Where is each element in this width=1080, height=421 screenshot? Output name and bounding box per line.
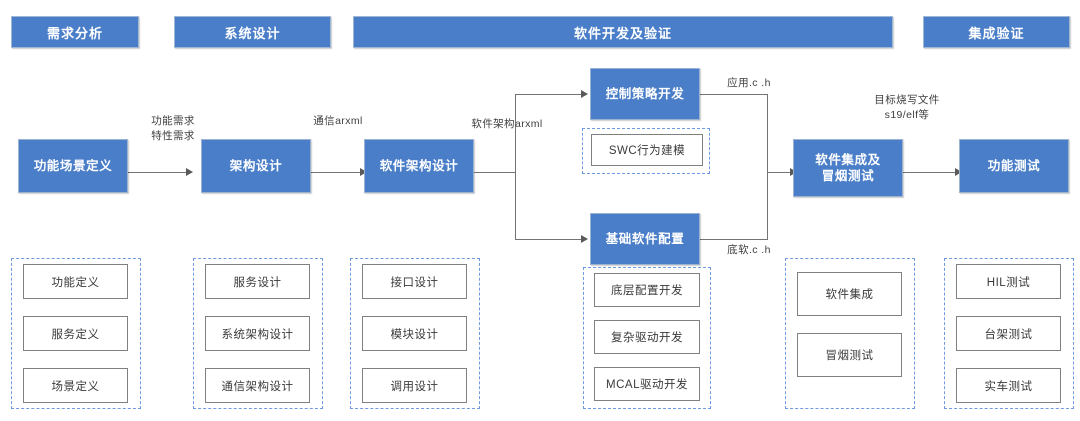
phase-bar-integration-validation[interactable]: 集成验证 (923, 16, 1070, 48)
sub-box-label: 台架测试 (984, 328, 1033, 341)
process-box-label: 架构设计 (229, 159, 283, 173)
connector-integration-to-function-test (903, 172, 959, 174)
sub-box-label: 底层配置开发 (611, 285, 683, 297)
arrow-architecture-to-swarch (360, 168, 367, 176)
edge-label-comm-arxml: 通信arxml (313, 115, 363, 127)
phase-bar-system-design[interactable]: 系统设计 (174, 16, 331, 48)
sub-box-label: 软件集成 (825, 289, 874, 301)
sub-box-label: 通信架构设计 (221, 380, 294, 393)
sub-box-mcal-driver-development[interactable]: MCAL驱动开发 (594, 367, 700, 401)
sub-box-hil-test[interactable]: HIL测试 (956, 264, 1061, 299)
sub-box-bench-test[interactable]: 台架测试 (956, 316, 1061, 351)
sub-box-software-integration[interactable]: 软件集成 (797, 272, 902, 316)
sub-box-label: 系统架构设计 (221, 328, 294, 341)
sub-box-system-architecture-design[interactable]: 系统架构设计 (205, 316, 310, 351)
process-box-architecture-design[interactable]: 架构设计 (201, 139, 311, 193)
sub-box-label: HIL测试 (986, 276, 1031, 289)
arrow-branch-to-control-strategy (581, 90, 588, 98)
branch-trunk-vertical (515, 94, 517, 240)
connector-swarch-to-branch (474, 172, 516, 174)
sub-box-complex-driver-development[interactable]: 复杂驱动开发 (594, 320, 700, 354)
sub-box-label: 接口设计 (390, 276, 439, 289)
arrow-branch-to-basic-software (581, 235, 588, 243)
merge-trunk-vertical (767, 94, 769, 240)
process-box-label: 基础软件配置 (605, 232, 685, 246)
edge-label-flash-file: 目标烧写文件 s19/elf等 (874, 94, 940, 122)
process-box-sw-integration-smoke-test[interactable]: 软件集成及 冒烟测试 (793, 139, 903, 197)
sub-box-label: SWC行为建模 (608, 145, 686, 157)
connector-scenario-to-architecture (128, 172, 190, 174)
process-box-sw-architecture-design[interactable]: 软件架构设计 (364, 139, 474, 193)
process-box-basic-software-config[interactable]: 基础软件配置 (590, 213, 700, 265)
basic-software-group (583, 267, 711, 409)
edge-label-sw-arch-arxml: 软件架构arxml (471, 118, 543, 130)
connector-merge-to-integration (767, 172, 794, 174)
connector-architecture-to-swarch (311, 172, 364, 174)
sub-box-scenario-definition[interactable]: 场景定义 (23, 368, 128, 403)
phase-bar-label: 需求分析 (46, 25, 103, 41)
sub-box-label: MCAL驱动开发 (606, 379, 688, 391)
connector-basic-software-to-merge (700, 239, 768, 241)
sub-box-label: 服务定义 (51, 328, 100, 341)
connector-branch-to-basic-software (515, 239, 584, 241)
sub-box-label: 场景定义 (51, 380, 100, 393)
process-box-label: 功能场景定义 (33, 159, 113, 173)
sub-box-label: 调用设计 (390, 380, 439, 393)
sub-box-communication-architecture-design[interactable]: 通信架构设计 (205, 368, 310, 403)
edge-label-app-ch: 应用.c .h (727, 77, 771, 89)
system-design-group (193, 258, 323, 409)
arrow-scenario-to-architecture (186, 168, 193, 176)
software-architecture-group (350, 258, 480, 409)
sub-box-label: 实车测试 (984, 380, 1033, 393)
process-box-scenario-definition[interactable]: 功能场景定义 (18, 139, 128, 193)
process-box-label-line2: 冒烟测试 (821, 169, 875, 183)
sub-box-smoke-test[interactable]: 冒烟测试 (797, 333, 902, 377)
sub-box-function-definition[interactable]: 功能定义 (23, 264, 128, 299)
sub-box-module-design[interactable]: 模块设计 (362, 316, 467, 351)
phase-bar-software-development[interactable]: 软件开发及验证 (353, 16, 893, 48)
phase-bar-label: 软件开发及验证 (573, 25, 672, 41)
phase-bar-requirement-analysis[interactable]: 需求分析 (11, 16, 139, 48)
sub-box-label: 复杂驱动开发 (611, 332, 683, 344)
swc-behavior-model-group (582, 128, 710, 174)
connector-branch-to-control-strategy (515, 94, 584, 96)
sub-box-interface-design[interactable]: 接口设计 (362, 264, 467, 299)
requirement-analysis-group (11, 258, 141, 409)
process-box-label-line1: 软件集成及 (815, 153, 881, 167)
edge-label-requirements: 功能需求 特性需求 (151, 115, 195, 143)
connector-control-strategy-to-merge (700, 94, 768, 96)
edge-label-bsw-ch: 底软.c .h (727, 244, 771, 256)
sub-box-low-level-config-development[interactable]: 底层配置开发 (594, 273, 700, 307)
process-box-control-strategy-development[interactable]: 控制策略开发 (590, 68, 700, 120)
validation-group (944, 258, 1074, 409)
sub-box-label: 功能定义 (51, 276, 100, 289)
arrow-integration-to-function-test (955, 168, 962, 176)
process-box-label: 控制策略开发 (605, 87, 685, 101)
phase-bar-label: 系统设计 (224, 25, 281, 41)
phase-bar-label: 集成验证 (968, 25, 1025, 41)
sub-box-call-design[interactable]: 调用设计 (362, 368, 467, 403)
process-box-label: 功能测试 (987, 159, 1041, 173)
sub-box-label: 冒烟测试 (825, 350, 874, 362)
process-box-function-test[interactable]: 功能测试 (959, 139, 1069, 193)
sub-box-real-vehicle-test[interactable]: 实车测试 (956, 368, 1061, 403)
sub-box-label: 模块设计 (390, 328, 439, 341)
sub-box-swc-behavior-model[interactable]: SWC行为建模 (591, 134, 703, 166)
sub-box-label: 服务设计 (233, 276, 282, 289)
integration-group (785, 258, 915, 409)
sub-box-service-definition[interactable]: 服务定义 (23, 316, 128, 351)
sub-box-service-design[interactable]: 服务设计 (205, 264, 310, 299)
process-box-label: 软件架构设计 (379, 159, 459, 173)
